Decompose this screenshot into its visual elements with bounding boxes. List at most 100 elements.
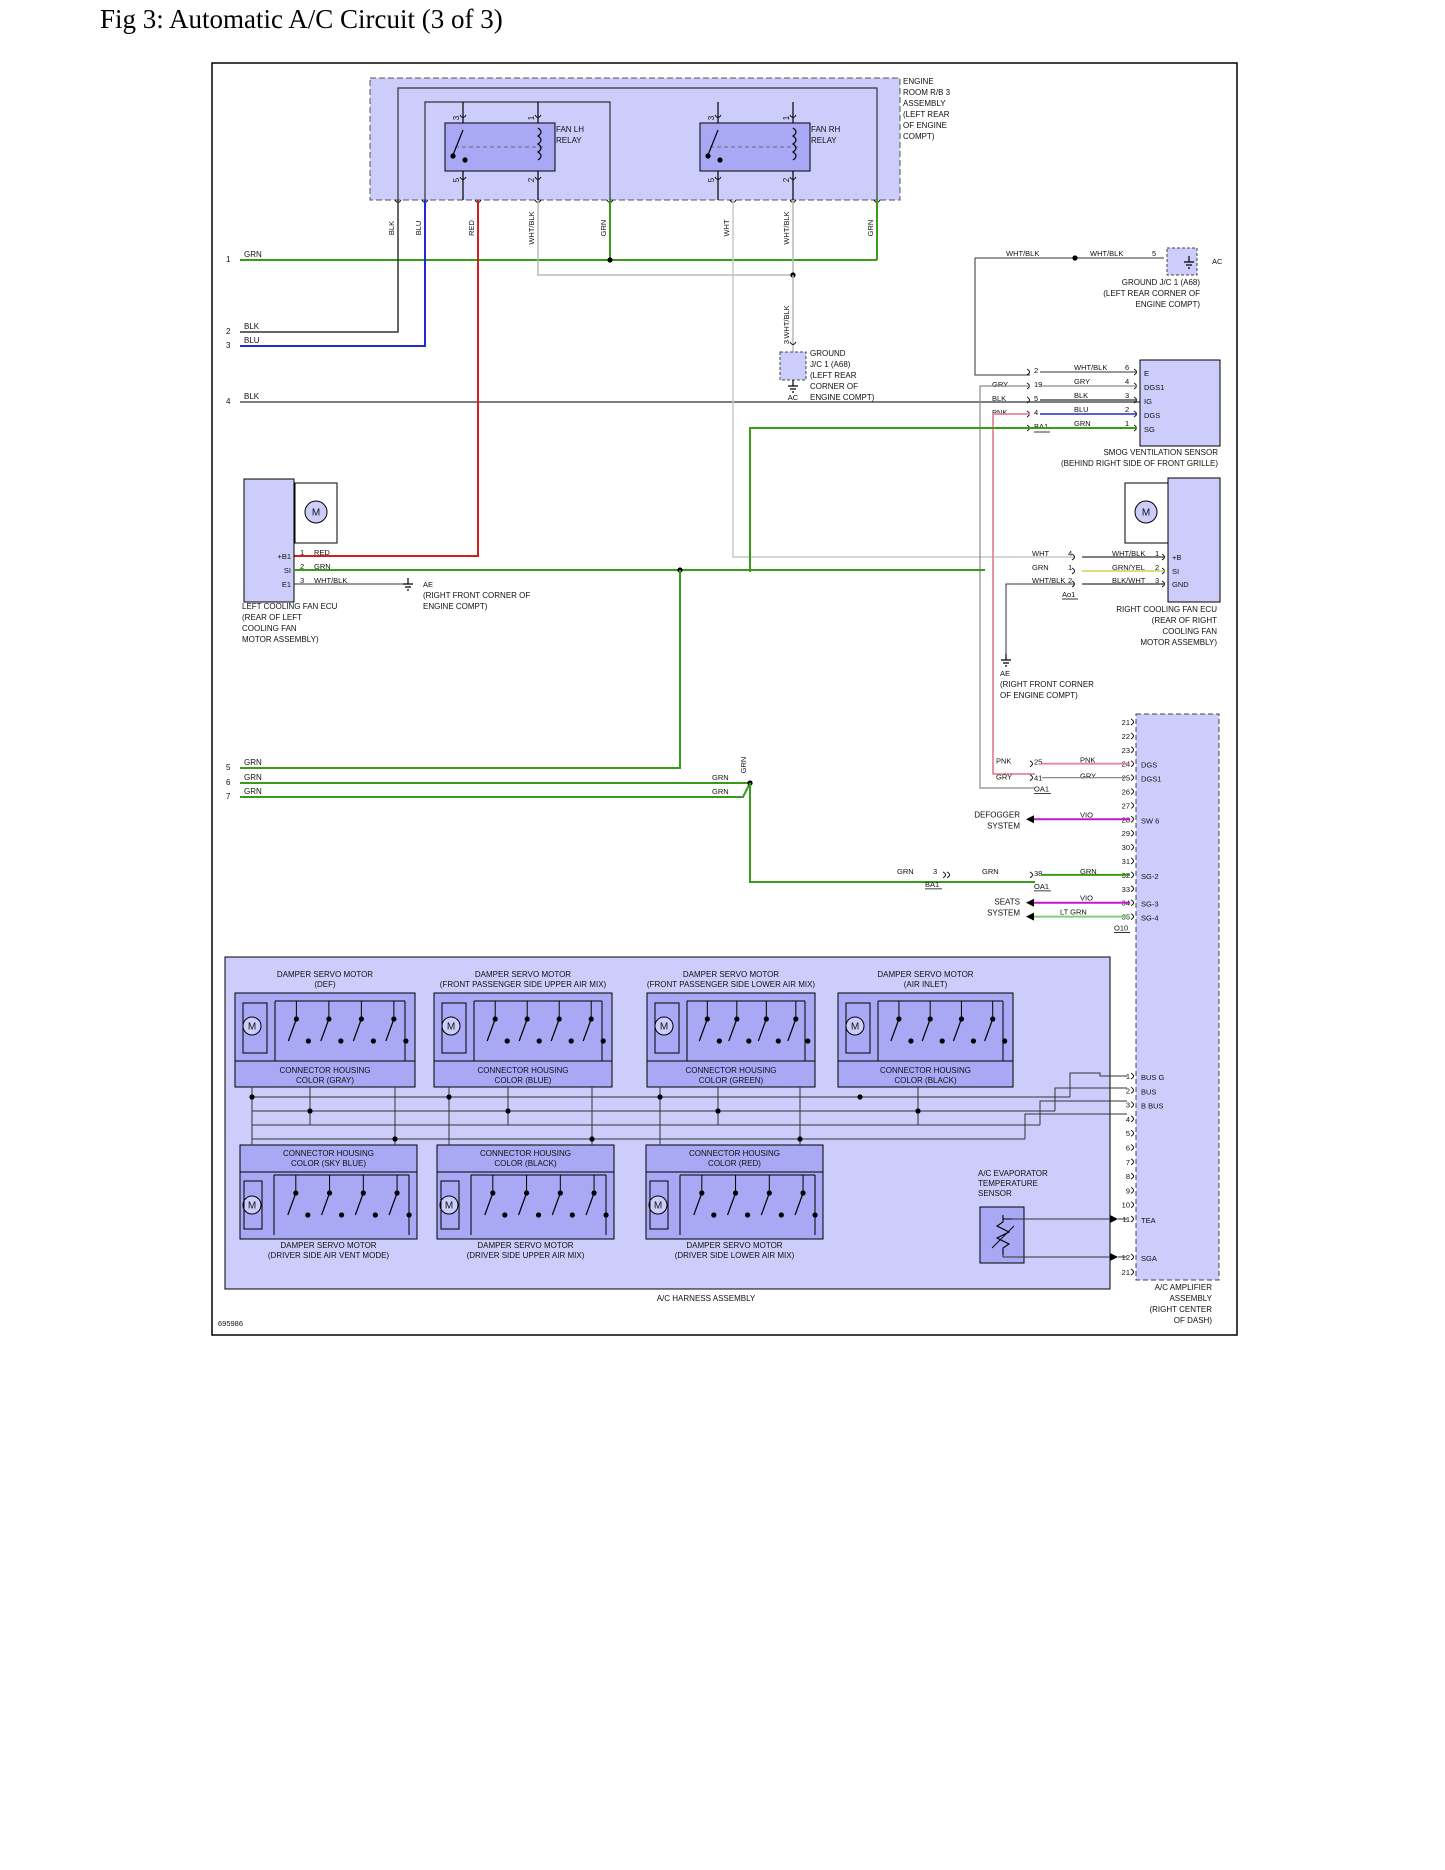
damper-servo-top-3-switch-dot (927, 1016, 933, 1022)
wire-red (292, 200, 479, 557)
damper-servo-bottom-2-housing-label: CONNECTOR HOUSING (689, 1149, 780, 1158)
smog-right-pin: 6 (1125, 363, 1129, 372)
damper-servo-bottom-0-switch-dot (394, 1190, 400, 1196)
damper-servo-bottom-2-switch-dot (800, 1190, 806, 1196)
damper-servo-top-2-switch (787, 1018, 797, 1042)
wire-color-label: GRN (712, 787, 729, 796)
wire-color-label: WHT (722, 219, 731, 236)
left-fan-motor-icon (304, 500, 328, 524)
fan-lh-relay-switch (452, 129, 464, 156)
wire-gry-loop (979, 385, 1035, 789)
junction-dot (392, 1136, 398, 1142)
motor-glyph: M (851, 1022, 859, 1033)
damper-servo-top-1-housing-label: COLOR (BLUE) (495, 1076, 552, 1085)
motor-glyph: M (654, 1201, 662, 1212)
left-connector-pin: 4 (226, 397, 231, 406)
amp-gry-wire-label: GRY (1080, 772, 1096, 781)
wire-color-label: WHT/BLK (782, 211, 791, 244)
fan-rh-relay-label: FAN RH (811, 125, 841, 134)
tea-arrow-icon (1110, 1215, 1118, 1223)
damper-servo-bottom-0-switch (287, 1192, 297, 1216)
smog-right-wire-label: BLU (1074, 405, 1089, 414)
fan-rh-relay-pin-top: 1 (782, 115, 791, 120)
amplifier-pin-mark (1130, 829, 1134, 837)
junction-dot (1072, 255, 1078, 261)
sg2-wire-label: GRN (897, 867, 914, 876)
amplifier-pin: 2 (1126, 1086, 1130, 1095)
amplifier-pin: 7 (1126, 1158, 1130, 1167)
amplifier-pin-mark (1130, 760, 1134, 768)
amplifier-pin-mark (1029, 760, 1033, 768)
amplifier-pin: 22 (1122, 732, 1130, 741)
amplifier-pin-mark (1130, 913, 1134, 920)
wire-grn-sg2 (749, 783, 1035, 883)
damper-servo-bottom-2-switch (760, 1192, 770, 1216)
damper-servo-top-3-switch-dot (1002, 1038, 1008, 1044)
damper-servo-bottom-2-switch (794, 1192, 804, 1216)
damper-servo-top-3-switch-dot (970, 1038, 977, 1044)
right-fan-ground-tag: AE (1000, 669, 1010, 678)
right-fan-right-pin: 1 (1155, 549, 1159, 558)
ac-harness-label: A/C HARNESS ASSEMBLY (657, 1294, 756, 1303)
ground-jc1-mid-label: ENGINE COMPT) (810, 393, 875, 402)
harness-bus-wire (1039, 1100, 1127, 1125)
damper-servo-bottom-1-switch (551, 1192, 561, 1216)
damper-servo-top-1-switch-dot (524, 1016, 530, 1022)
damper-servo-bottom-2-switch-dot (778, 1212, 784, 1218)
motor-glyph: M (445, 1201, 453, 1212)
amplifier-pin: 29 (1122, 829, 1130, 838)
damper-servo-top-3-switch (890, 1018, 900, 1042)
amplifier-terminal: TEA (1141, 1216, 1156, 1225)
damper-servo-bottom-2-switch-dot (732, 1190, 739, 1196)
seats-arrow-icon (1026, 912, 1034, 921)
damper-servo-bottom-2-switch-dot (711, 1212, 717, 1218)
harness-bus-wire (1054, 1087, 1127, 1111)
damper-servo-bottom-0-title: (DRIVER SIDE AIR VENT MODE) (268, 1251, 390, 1260)
amplifier-pin-mark (1130, 732, 1134, 740)
amplifier-terminal: BUS (1141, 1087, 1156, 1096)
amplifier-pin-mark (1130, 1215, 1134, 1223)
ac-amplifier-label: (RIGHT CENTER (1149, 1305, 1212, 1314)
damper-servo-bottom-0-motor-icon (242, 1195, 262, 1215)
smog-left-pin: 5 (1034, 394, 1038, 403)
amplifier-terminal: B BUS (1141, 1102, 1164, 1111)
damper-servo-bottom-1-switch-dot (490, 1190, 496, 1196)
smog-right-wire-label: GRY (1074, 377, 1090, 386)
amplifier-pin-mark (1130, 885, 1134, 893)
right-fan-ground-label: (RIGHT FRONT CORNER (1000, 680, 1094, 689)
damper-servo-top-2-switch (728, 1018, 738, 1042)
damper-servo-bottom-0-title: DAMPER SERVO MOTOR (280, 1241, 376, 1250)
damper-servo-bottom-2-switch-dot (812, 1212, 818, 1218)
smog-terminal-label: SG (1144, 425, 1155, 434)
ground-jc1-mid-pin-mark (789, 341, 797, 345)
seats-arrow-icon (1026, 898, 1034, 907)
left-connector-wire-label: GRN (244, 773, 262, 782)
smog-left-wire-label: GRY (992, 380, 1008, 389)
ground-jc1-mid-label: J/C 1 (A68) (810, 360, 851, 369)
diagram-id: 695986 (218, 1319, 243, 1328)
diagram-frame (211, 62, 1238, 1336)
fan-rh-relay-pin-bottom: 5 (707, 177, 716, 182)
harness-bus-wire (1069, 1072, 1127, 1097)
damper-servo-bottom-2-switch (726, 1192, 737, 1216)
damper-servo-top-3-switch-dot (958, 1016, 965, 1022)
amplifier-pin-mark (1130, 746, 1134, 754)
amplifier-pin-mark (1130, 774, 1134, 781)
amplifier-pin: 8 (1126, 1172, 1130, 1181)
seats-wire-label: VIO (1080, 894, 1093, 903)
wire-wht-blk-gnd (1005, 583, 1075, 655)
damper-servo-top-3-switch-dot (990, 1016, 996, 1022)
amp-pnk-wire-label: PNK (996, 757, 1011, 766)
amplifier-pin-mark (1130, 815, 1134, 823)
amplifier-pin: 33 (1122, 885, 1130, 894)
wire-color-label: WHT/BLK (782, 305, 791, 338)
seats-label: SEATS (994, 898, 1020, 907)
damper-servo-top-0-switch-dot (326, 1016, 332, 1022)
right-fan-right-wire-label: GRN/YEL (1112, 563, 1145, 572)
ground-jc1-mid-icon (788, 380, 798, 393)
damper-servo-top-3-switch (952, 1018, 963, 1042)
figure-title: Fig 3: Automatic A/C Circuit (3 of 3) (100, 4, 503, 34)
ground-jc1-top-tag: AC (1212, 257, 1223, 266)
defogger-label: DEFOGGER (974, 810, 1020, 819)
amplifier-pin: 3 (1126, 1101, 1130, 1110)
